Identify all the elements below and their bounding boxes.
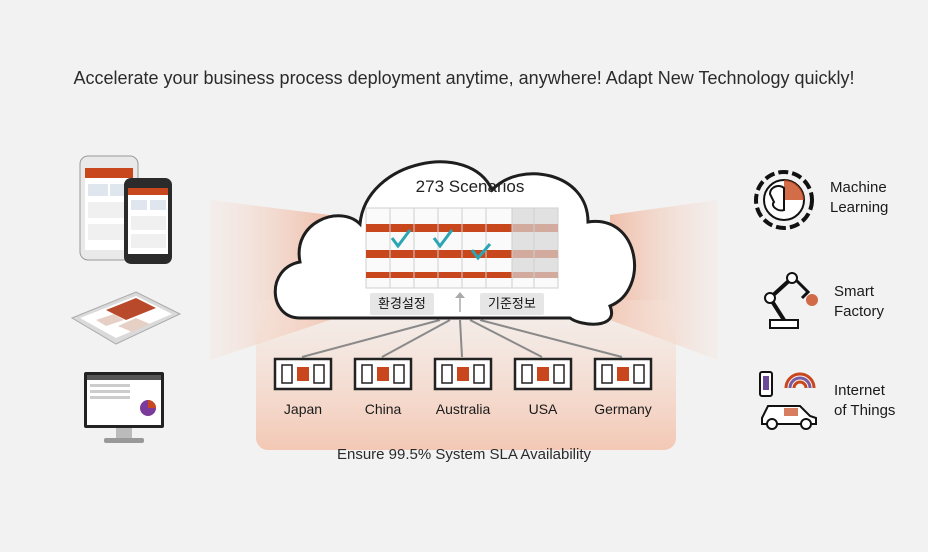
tech-label-line2: of Things [834, 402, 896, 419]
connected-car-icon [759, 371, 817, 430]
tablet-image [70, 291, 182, 345]
tech-label-machine-learning: Machine Learning [830, 178, 888, 218]
tech-label-line1: Internet [834, 382, 885, 399]
server-label-usa: USA [528, 401, 558, 417]
scenario-count-title: 273 Scenarios [415, 177, 525, 196]
server-label-germany: Germany [594, 401, 652, 417]
server-label-australia: Australia [435, 401, 491, 417]
server-icon-germany [593, 357, 653, 391]
tech-label-line2: Learning [830, 199, 889, 216]
server-icon-usa [513, 357, 573, 391]
server-icon-australia [433, 357, 493, 391]
server-label-china: China [364, 401, 402, 417]
gear-brain-icon [754, 170, 814, 230]
sync-arrow-icon [455, 292, 465, 312]
master-data-button[interactable]: 기준정보 [480, 293, 544, 315]
robot-arm-icon [764, 272, 818, 329]
server-icons [273, 357, 653, 391]
headline: Accelerate your business process deploym… [73, 68, 855, 88]
tech-label-smart-factory: Smart Factory [834, 282, 884, 322]
tech-label-line2: Factory [834, 303, 885, 320]
tech-label-iot: Internet of Things [834, 381, 895, 421]
server-icon-japan [273, 357, 333, 391]
sla-caption: Ensure 99.5% System SLA Availability [336, 446, 592, 463]
mobile-phones-image [79, 155, 172, 264]
server-icon-china [353, 357, 413, 391]
settings-button[interactable]: 환경설정 [370, 293, 434, 315]
tech-label-line1: Smart [834, 283, 875, 300]
monitor-image [84, 372, 164, 443]
server-label-japan: Japan [283, 401, 323, 417]
tech-label-line1: Machine [830, 179, 887, 196]
scenario-table [365, 207, 559, 289]
connector-lines [301, 319, 623, 358]
